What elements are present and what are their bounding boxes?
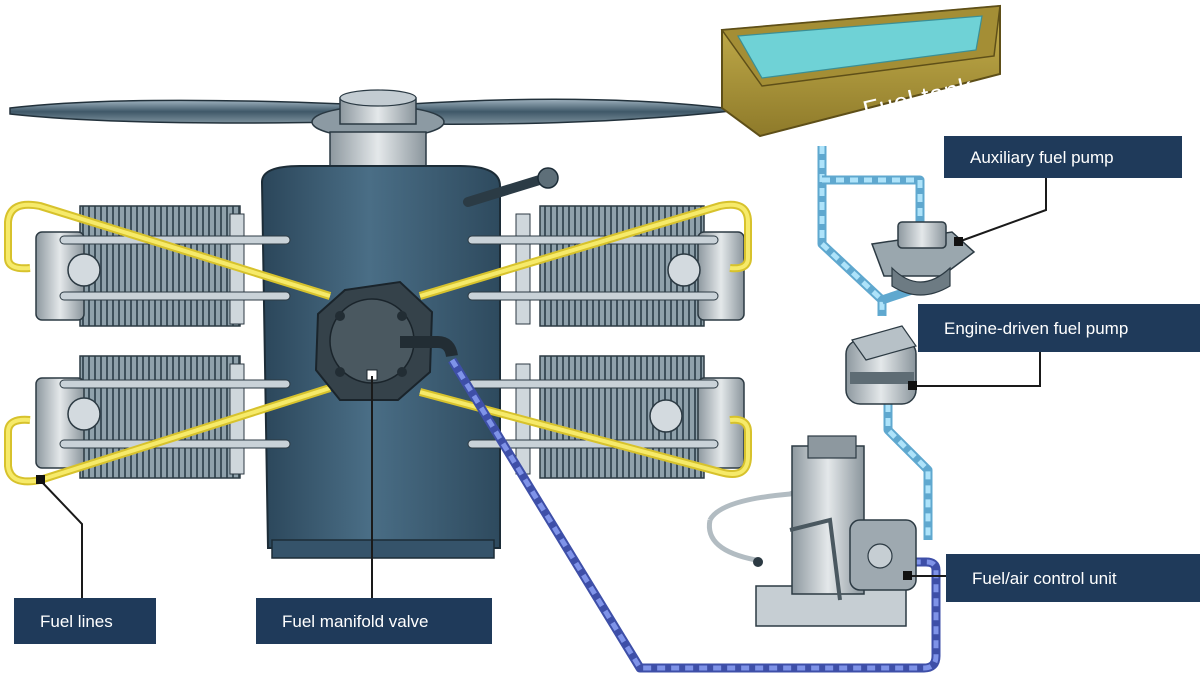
engine-driven-fuel-pump-callout: Engine-driven fuel pump <box>918 304 1200 352</box>
leader-markers <box>36 237 963 580</box>
cylinder-bottom-right <box>467 355 745 479</box>
propeller <box>9 89 741 171</box>
fuel-lines-callout: Fuel lines <box>14 598 156 644</box>
cylinder-top-left <box>35 205 291 327</box>
fuel-tank <box>720 4 1001 138</box>
fuel-manifold-valve-callout: Fuel manifold valve <box>256 598 492 644</box>
injector-fuel-lines <box>4 200 752 486</box>
cylinder-top-right <box>467 205 745 327</box>
auxiliary-fuel-pump-callout: Auxiliary fuel pump <box>944 136 1182 178</box>
fuel-air-control-unit-callout: Fuel/air control unit <box>946 554 1200 602</box>
metered-fuel-line <box>448 357 941 673</box>
fuel-air-control-unit <box>706 435 917 627</box>
cylinder-bottom-left <box>35 355 291 479</box>
fuel-manifold-valve <box>314 280 458 401</box>
engine-driven-fuel-pump <box>845 325 917 405</box>
auxiliary-fuel-pump <box>870 221 976 296</box>
leader-lines <box>39 178 1047 598</box>
